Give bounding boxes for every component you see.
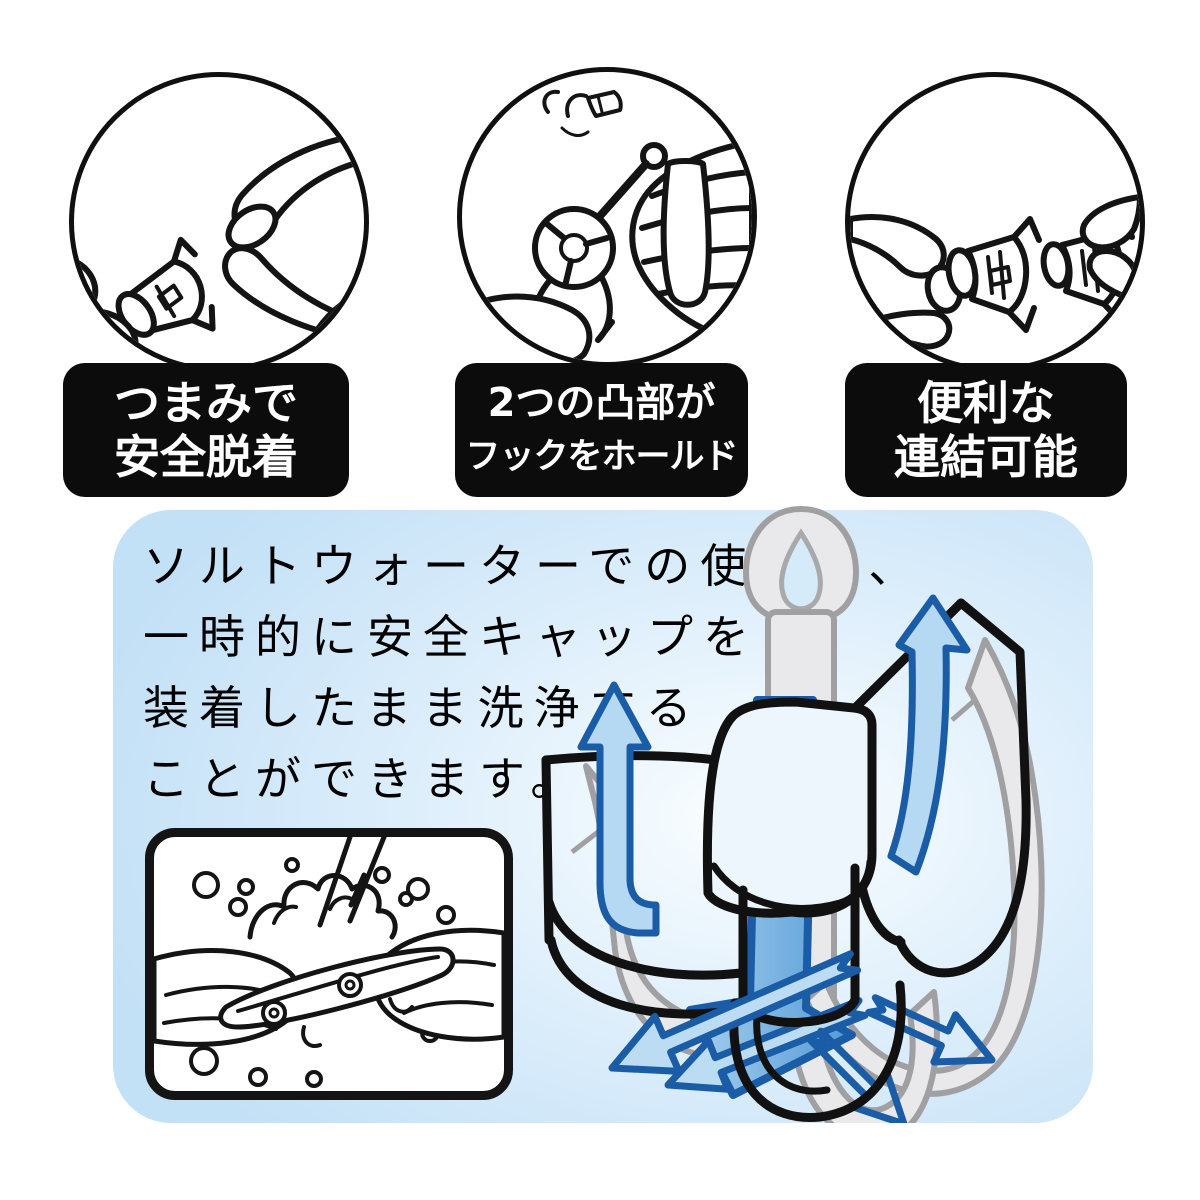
water-spray-arrow	[608, 950, 862, 1075]
caps-connecting-illustration	[850, 94, 1140, 367]
water-spray-arrow	[865, 994, 996, 1066]
feature-label-pinch: つまみで 安全脱着	[63, 363, 349, 497]
hook-with-cap-water-flow-illustration	[541, 506, 1045, 1123]
feature-label-line: 安全脱着	[114, 430, 298, 484]
water-up-arrow-right	[887, 594, 971, 876]
cap-holding-hook-illustration	[462, 89, 752, 362]
info-text: ソルトウォーターでの使用後、 一時的に安全キャップを 装着したまま洗浄する こと…	[143, 539, 925, 806]
feature-circle-pinch	[69, 72, 369, 372]
washing-illustration-box	[145, 828, 513, 1100]
feature-label-line: フックをホールド	[465, 437, 738, 477]
feature-circle-connect	[845, 72, 1145, 372]
feature-label-line: 連結可能	[894, 430, 1078, 484]
feature-label-line: 便利な	[917, 376, 1055, 430]
water-up-arrow-left	[577, 681, 660, 937]
safety-cap	[541, 598, 1031, 1122]
hands-washing-lure-illustration	[154, 837, 504, 1088]
feature-label-hold: 2つの凸部が フックをホールド	[455, 363, 748, 497]
feature-label-connect: 便利な 連結可能	[845, 363, 1127, 497]
feature-circle-hold	[457, 67, 757, 367]
pinch-fingers-illustration	[74, 88, 364, 367]
feature-label-line: つまみで	[114, 376, 298, 430]
feature-label-line: 2つの凸部が	[487, 380, 716, 426]
